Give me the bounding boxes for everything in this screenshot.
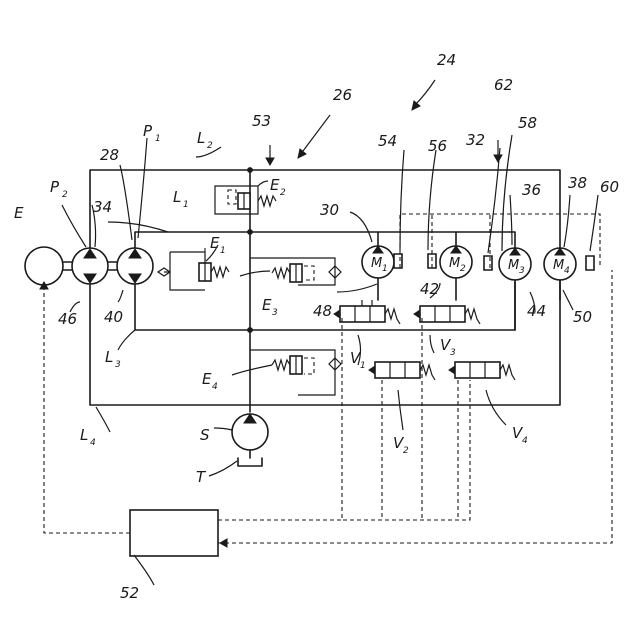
label-L2: L bbox=[197, 129, 205, 147]
label-L3-sub: 3 bbox=[115, 360, 121, 370]
pump-P1 bbox=[117, 248, 153, 284]
label-42: 42 bbox=[420, 280, 439, 298]
label-56: 56 bbox=[428, 137, 447, 155]
label-P1-sub: 1 bbox=[155, 134, 161, 144]
label-40: 40 bbox=[104, 308, 123, 326]
label-E2-sub: 2 bbox=[280, 188, 286, 198]
valve-V2 bbox=[369, 362, 435, 380]
label-P2-sub: 2 bbox=[62, 190, 68, 200]
label-V2-sub: 2 bbox=[403, 446, 409, 456]
valve-V1 bbox=[334, 300, 400, 324]
label-48: 48 bbox=[313, 302, 332, 320]
label-60: 60 bbox=[600, 178, 619, 196]
label-58: 58 bbox=[518, 114, 537, 132]
valve-V4 bbox=[449, 362, 515, 380]
motor-M1-sub: 1 bbox=[382, 264, 388, 274]
motor-M1-label: M bbox=[371, 256, 382, 271]
label-T: T bbox=[196, 468, 207, 486]
label-V4-sub: 4 bbox=[522, 436, 528, 446]
valve-E2 bbox=[215, 186, 276, 214]
label-54: 54 bbox=[378, 132, 397, 150]
label-38: 38 bbox=[568, 174, 587, 192]
motor-M2-label: M bbox=[449, 256, 460, 271]
machine-E bbox=[25, 247, 63, 285]
label-L1: L bbox=[173, 188, 181, 206]
label-V1-sub: 1 bbox=[360, 361, 366, 371]
control-unit-52 bbox=[130, 510, 218, 556]
label-53: 53 bbox=[252, 112, 271, 130]
label-26: 26 bbox=[333, 86, 352, 104]
label-E3: E bbox=[262, 296, 272, 314]
label-L4: L bbox=[80, 426, 88, 444]
label-46: 46 bbox=[58, 310, 77, 328]
label-34: 34 bbox=[93, 198, 112, 216]
label-P1: P bbox=[143, 122, 153, 140]
label-28: 28 bbox=[100, 146, 119, 164]
valve-E4 bbox=[250, 350, 341, 395]
label-E: E bbox=[14, 204, 24, 222]
label-V3-sub: 3 bbox=[450, 348, 456, 358]
label-32: 32 bbox=[466, 131, 485, 149]
label-30: 30 bbox=[320, 201, 339, 219]
label-44: 44 bbox=[527, 302, 546, 320]
label-E1: E bbox=[210, 234, 220, 252]
label-E4: E bbox=[202, 370, 212, 388]
valve-E1 bbox=[158, 248, 229, 290]
label-L3: L bbox=[105, 348, 113, 366]
label-L4-sub: 4 bbox=[90, 438, 96, 448]
label-L2-sub: 2 bbox=[207, 141, 213, 151]
pump-S bbox=[232, 414, 268, 466]
valve-V3 bbox=[414, 306, 480, 324]
motor-M4-label: M bbox=[553, 258, 564, 273]
label-36: 36 bbox=[522, 181, 541, 199]
label-P2: P bbox=[50, 178, 60, 196]
label-24: 24 bbox=[437, 51, 456, 69]
label-E3-sub: 3 bbox=[272, 308, 278, 318]
label-50: 50 bbox=[573, 308, 592, 326]
label-L1-sub: 1 bbox=[183, 200, 189, 210]
motor-M3-label: M bbox=[508, 258, 519, 273]
label-52: 52 bbox=[120, 584, 139, 602]
label-62: 62 bbox=[494, 76, 513, 94]
motor-M4-sub: 4 bbox=[564, 266, 570, 276]
pump-P2 bbox=[72, 248, 108, 284]
label-E1-sub: 1 bbox=[220, 246, 226, 256]
label-E2: E bbox=[270, 176, 280, 194]
label-S: S bbox=[200, 426, 210, 444]
label-E4-sub: 4 bbox=[212, 382, 218, 392]
motor-M2-sub: 2 bbox=[460, 264, 466, 274]
motor-M3-sub: 3 bbox=[519, 266, 525, 276]
